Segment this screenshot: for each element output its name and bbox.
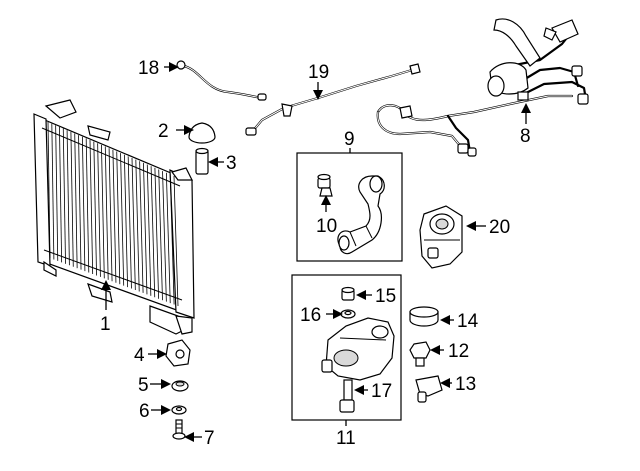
radiator [33,99,195,335]
part-17-sensor [339,379,355,413]
callout-16: 16 [300,305,321,326]
part-18-hose [176,60,267,101]
callout-4: 4 [134,345,145,366]
part-12-bolt [409,341,431,367]
part-15-cap [341,286,355,301]
part-10-fitting [317,173,333,197]
callout-15: 15 [375,286,396,307]
callout-6: 6 [139,401,150,422]
leader-lines [101,62,531,442]
part-3-sleeve [195,147,209,175]
part-7-bolt [172,419,186,440]
part-13-connector [415,375,443,403]
callout-7: 7 [204,428,215,449]
part-9-hose [337,175,385,255]
part-2-cap [188,122,216,144]
callout-5: 5 [138,375,149,396]
callout-labels: 1 2 3 4 5 6 7 8 9 10 11 12 13 14 15 16 1… [100,58,531,449]
part-19-hose [245,63,421,136]
callout-9: 9 [344,129,355,150]
callout-8: 8 [520,126,531,147]
callout-14: 14 [457,311,479,332]
part-6-washer [171,405,187,415]
part-5-grommet [171,380,189,392]
callout-3: 3 [226,153,237,174]
callout-19: 19 [308,62,329,83]
callout-13: 13 [455,374,476,395]
part-11-outlet-housing [321,317,395,381]
part-20-housing [419,205,463,269]
part-16-seal [340,309,356,319]
callout-11: 11 [336,428,356,449]
callout-17: 17 [371,381,392,402]
callout-10: 10 [316,216,337,237]
part-14-seal [409,306,439,327]
callout-12: 12 [448,341,469,362]
callout-2: 2 [158,121,169,142]
callout-20: 20 [489,217,510,238]
part-4-bracket [165,339,191,367]
callout-18: 18 [138,58,159,79]
callout-1: 1 [100,314,111,335]
part-8-hose-assembly [376,18,589,157]
